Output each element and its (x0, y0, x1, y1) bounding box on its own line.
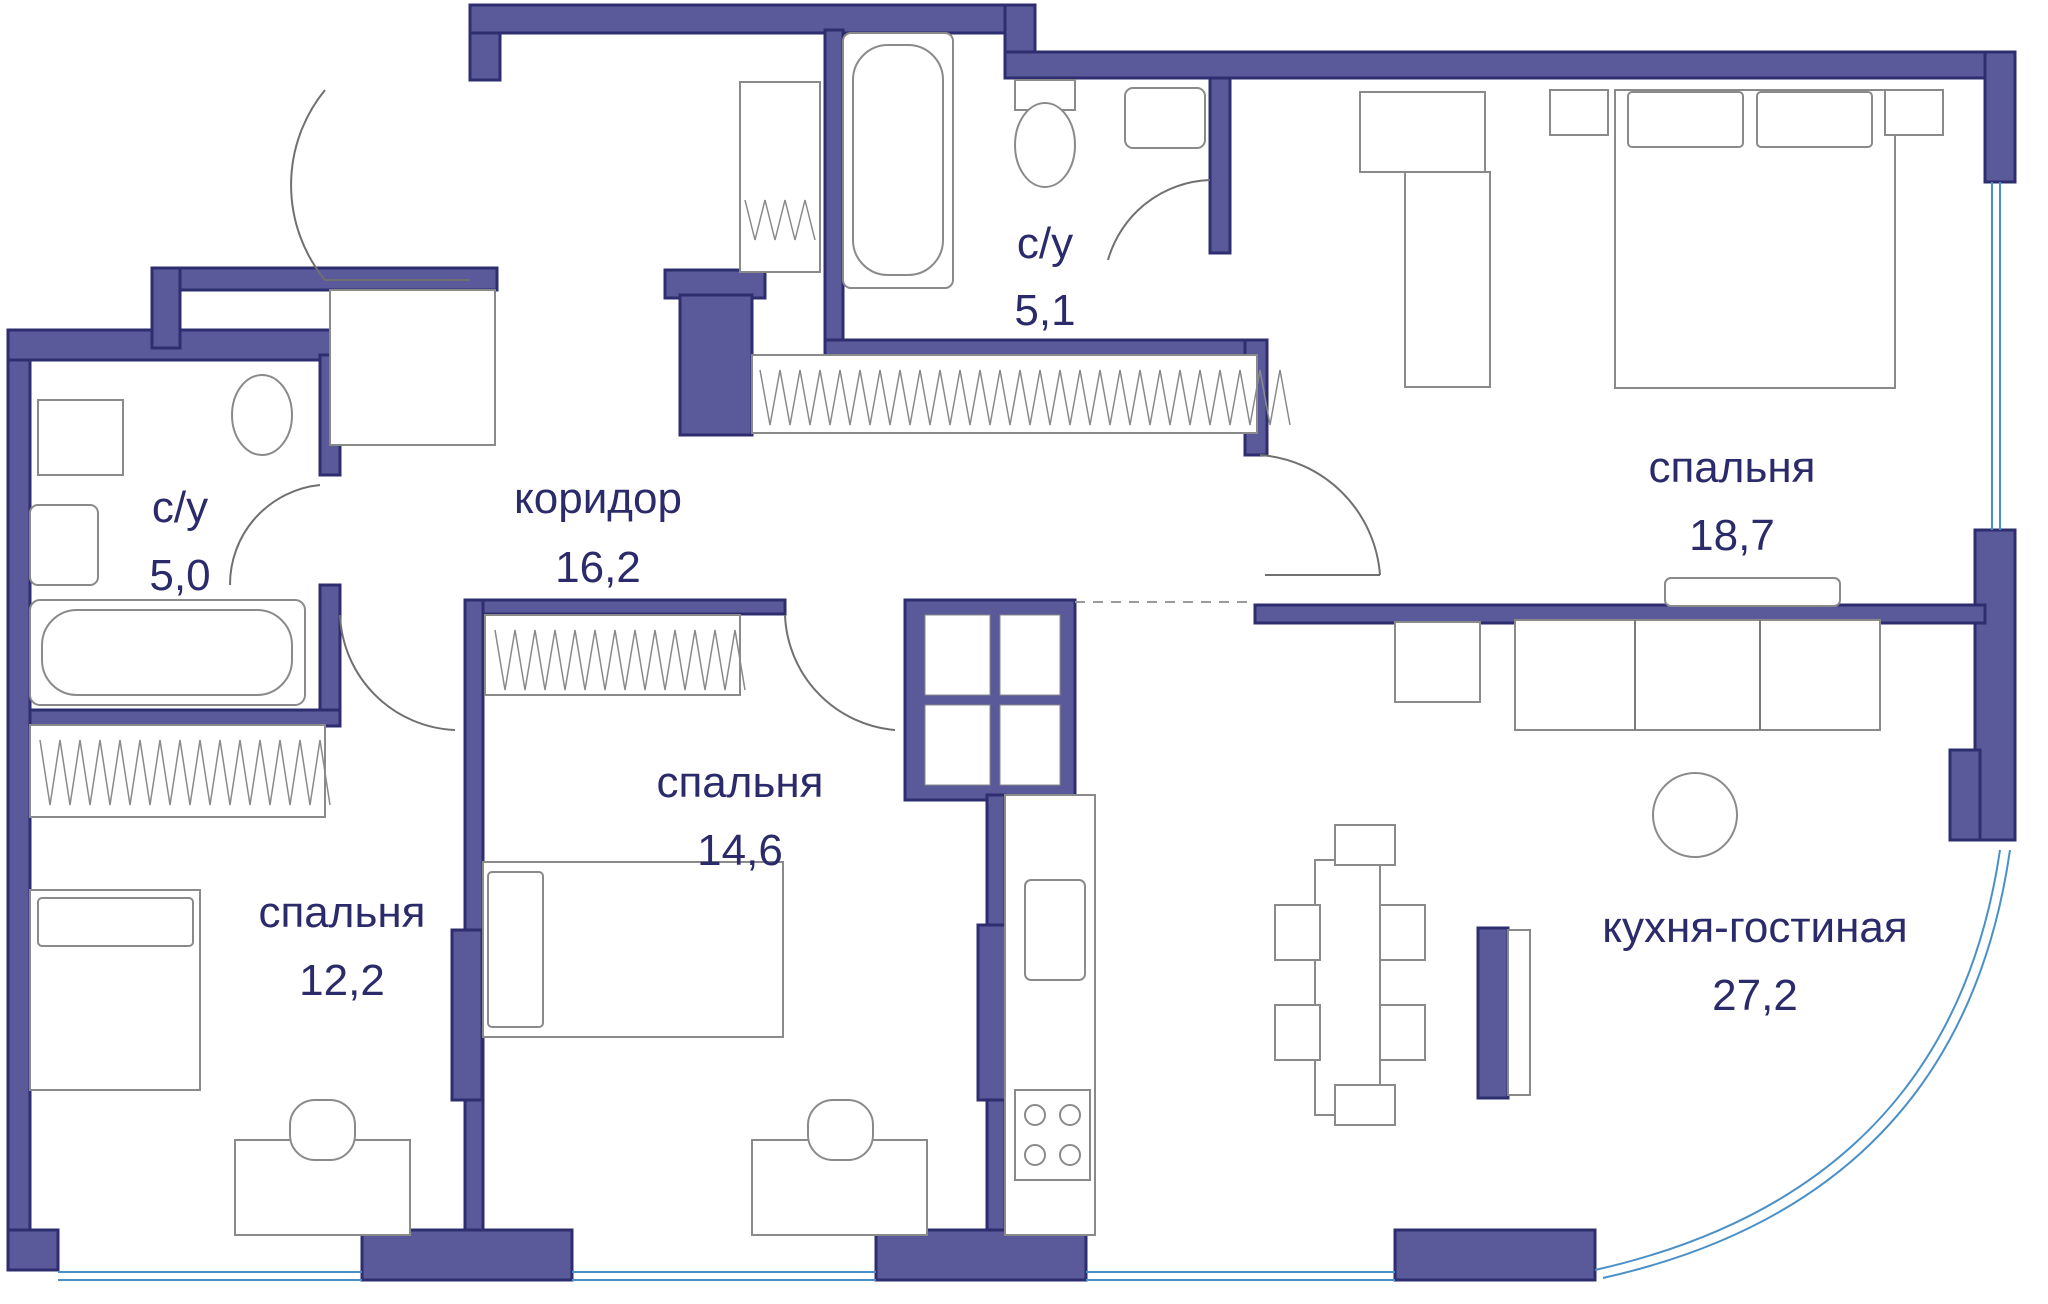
sofa (1514, 619, 1881, 731)
room-area-bath-left: 5,0 (149, 551, 210, 600)
room-name-bedroom-right: спальня (1648, 443, 1815, 492)
wall-bath-left-bottom (28, 708, 342, 728)
armchair (1394, 621, 1481, 703)
room-name-bedroom-middle: спальня (656, 758, 823, 807)
chair (289, 1099, 356, 1161)
wall-kitchen-pier (976, 923, 1010, 1102)
chair (1379, 1004, 1426, 1061)
room-area-corridor: 16,2 (555, 543, 641, 592)
wall-bath-top-right (1208, 76, 1232, 255)
wall-bedroom-mid-top (463, 598, 787, 616)
wall-bottom-left (6, 1228, 60, 1272)
wall-top-right (1003, 50, 2007, 80)
cooktop (1014, 1089, 1091, 1181)
curved-window (1594, 849, 2001, 1271)
room-name-bedroom-left: спальня (258, 888, 425, 937)
wardrobe-cell (924, 704, 991, 786)
sink (29, 504, 99, 586)
closet (329, 289, 496, 446)
nightstand (1549, 89, 1609, 136)
dining-table (1314, 859, 1381, 1116)
tv-console (1507, 929, 1531, 1096)
wall-bottom-pier-2 (874, 1228, 1088, 1282)
tv-panel (1476, 926, 1510, 1100)
washing-machine (37, 399, 124, 476)
chair (807, 1099, 874, 1161)
sink (1124, 87, 1206, 149)
doors (228, 89, 1381, 731)
closet (29, 724, 326, 818)
wardrobe-cell (924, 614, 991, 696)
wall-bottom-pier-3 (1393, 1228, 1597, 1282)
wall-top-entry (468, 3, 1032, 35)
chair (1334, 824, 1396, 866)
closet (1359, 91, 1486, 173)
room-area-bath-top: 5,1 (1014, 286, 1075, 335)
windows (58, 182, 2011, 1281)
wall-right-top (1983, 50, 2017, 184)
room-area-bedroom-right: 18,7 (1689, 511, 1775, 560)
wall-closet-block (678, 293, 754, 437)
wall-left-bath-corner (150, 266, 182, 350)
wall-bedroom-mid-left-pier (450, 928, 484, 1102)
toilet (231, 374, 293, 456)
wardrobe-cell (999, 614, 1061, 696)
chair (1379, 904, 1426, 961)
kitchen-sink (1024, 879, 1086, 981)
wall-bath-top-left (663, 268, 767, 300)
room-name-corridor: коридор (514, 474, 682, 523)
wall-bath-top-divider (823, 28, 845, 347)
wall-bath-left-right-lower (318, 583, 342, 727)
tv (1664, 577, 1841, 607)
furniture (29, 32, 1944, 1236)
wardrobe-cell (999, 704, 1061, 786)
closet (739, 81, 821, 273)
closet (484, 614, 741, 696)
wall-bottom-pier-1 (360, 1228, 574, 1282)
wall-left (6, 328, 32, 1232)
wall-right-pier (1948, 748, 1982, 842)
room-name-bath-left: с/у (152, 483, 208, 532)
wall-bedroom-mid-left (463, 598, 485, 1242)
coffee-table (1652, 772, 1738, 858)
room-name-bath-top: с/у (1017, 219, 1073, 268)
room-labels: с/у 5,1 с/у 5,0 коридор 16,2 спальня 18,… (149, 219, 1907, 1020)
closet (1404, 171, 1491, 388)
nightstand (1884, 89, 1944, 136)
room-area-kitchen-living: 27,2 (1712, 971, 1798, 1020)
chair (1334, 1084, 1396, 1126)
chair (1274, 1004, 1321, 1061)
room-name-kitchen-living: кухня-гостиная (1602, 903, 1907, 952)
chair (1274, 904, 1321, 961)
wall-right-mid (1973, 528, 2017, 842)
room-area-bedroom-left: 12,2 (299, 956, 385, 1005)
room-area-bedroom-middle: 14,6 (697, 826, 783, 875)
